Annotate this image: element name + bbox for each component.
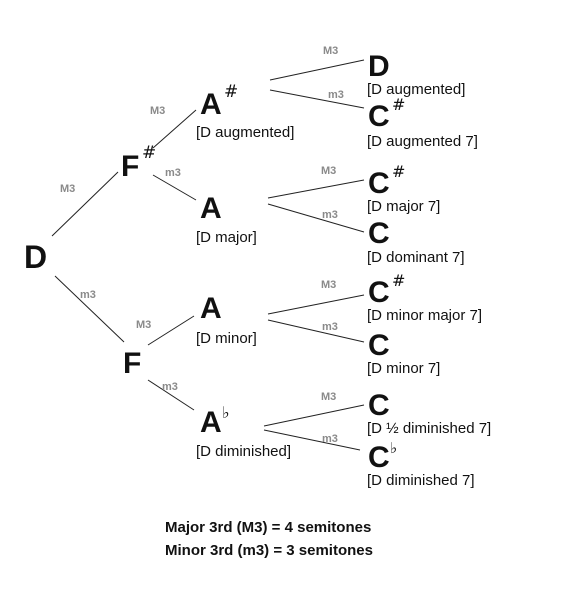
edge-label-a-sharp-c-sharp: m3	[328, 89, 344, 101]
leaf-c-dom7-note: C	[368, 217, 390, 250]
edge-a-minor-to-c-sharp	[267, 294, 365, 315]
leaf-c-halfdim7-note: C	[368, 389, 390, 422]
edge-label-a-sharp-d: M3	[323, 45, 338, 57]
node-a-flat-accidental: ♭	[222, 403, 230, 422]
node-a-lower-chord: [D minor]	[196, 330, 257, 347]
edge-a-sharp-to-d	[269, 59, 365, 81]
edge-label-f-a: M3	[136, 319, 151, 331]
leaf-c-sharp-minmaj7-chord: [D minor major 7]	[367, 307, 482, 324]
edge-f-to-a-flat	[147, 379, 195, 411]
leaf-c-sharp-aug7-note: C	[368, 100, 390, 133]
node-a-sharp-chord: [D augmented]	[196, 124, 294, 141]
node-a-upper-chord: [D major]	[196, 229, 257, 246]
leaf-c-halfdim7-chord: [D ½ diminished 7]	[367, 420, 491, 437]
leaf-c-sharp-aug7-accidental: #	[392, 95, 405, 114]
edge-f-to-a	[147, 315, 195, 346]
leaf-c-flat-dim7-chord: [D diminished 7]	[367, 472, 475, 489]
node-f-sharp-note: F	[121, 150, 139, 183]
edge-label-a-flat-c: M3	[321, 391, 336, 403]
node-a-sharp-accidental: #	[224, 82, 238, 102]
edge-label-d-f-sharp: M3	[60, 183, 75, 195]
edge-label-a-minor-c-sharp: M3	[321, 279, 336, 291]
edge-a-to-c-sharp	[267, 179, 365, 199]
leaf-c-sharp-minmaj7-accidental: #	[392, 271, 405, 290]
node-a-flat-chord: [D diminished]	[196, 443, 291, 460]
leaf-c-sharp-maj7-accidental: #	[392, 162, 405, 181]
legend-major-third: Major 3rd (M3) = 4 semitones	[165, 519, 371, 536]
edge-a-flat-to-c	[263, 404, 365, 427]
edge-a-sharp-to-c-sharp	[269, 89, 365, 109]
edge-label-f-a-flat: m3	[162, 381, 178, 393]
edge-label-d-f: m3	[80, 289, 96, 301]
edge-label-a-flat-c-flat: m3	[322, 433, 338, 445]
node-a-sharp-note: A	[200, 88, 222, 121]
edge-f-sharp-to-a	[152, 174, 197, 201]
leaf-c-sharp-aug7-chord: [D augmented 7]	[367, 133, 478, 150]
node-f-note: F	[123, 347, 141, 380]
leaf-c-min7-note: C	[368, 329, 390, 362]
edge-label-a-minor-c: m3	[322, 321, 338, 333]
leaf-c-flat-dim7-accidental: ♭	[390, 439, 397, 457]
leaf-c-sharp-maj7-chord: [D major 7]	[367, 198, 440, 215]
edge-label-f-sharp-a-sharp: M3	[150, 105, 165, 117]
edge-d-to-f-sharp	[51, 171, 119, 237]
leaf-c-min7-chord: [D minor 7]	[367, 360, 440, 377]
node-a-upper-note: A	[200, 192, 222, 225]
edge-label-a-c-sharp: M3	[321, 165, 336, 177]
leaf-c-dom7-chord: [D dominant 7]	[367, 249, 465, 266]
edge-d-to-f	[54, 275, 125, 343]
root-note-d: D	[24, 239, 47, 275]
node-a-lower-note: A	[200, 292, 222, 325]
node-f-sharp-accidental: #	[142, 143, 156, 163]
leaf-d-chord: [D augmented]	[367, 81, 465, 98]
edge-a-flat-to-c-flat	[263, 429, 361, 451]
edge-a-minor-to-c	[267, 319, 365, 343]
edge-label-a-c: m3	[322, 209, 338, 221]
edge-f-sharp-to-a-sharp	[152, 109, 197, 149]
node-a-flat-note: A	[200, 406, 222, 439]
leaf-c-sharp-minmaj7-note: C	[368, 276, 390, 309]
leaf-d-note: D	[368, 50, 390, 83]
edge-label-f-sharp-a: m3	[165, 167, 181, 179]
leaf-c-flat-dim7-note: C	[368, 441, 390, 474]
leaf-c-sharp-maj7-note: C	[368, 167, 390, 200]
edge-a-to-c	[267, 203, 365, 233]
legend-minor-third: Minor 3rd (m3) = 3 semitones	[165, 542, 373, 559]
